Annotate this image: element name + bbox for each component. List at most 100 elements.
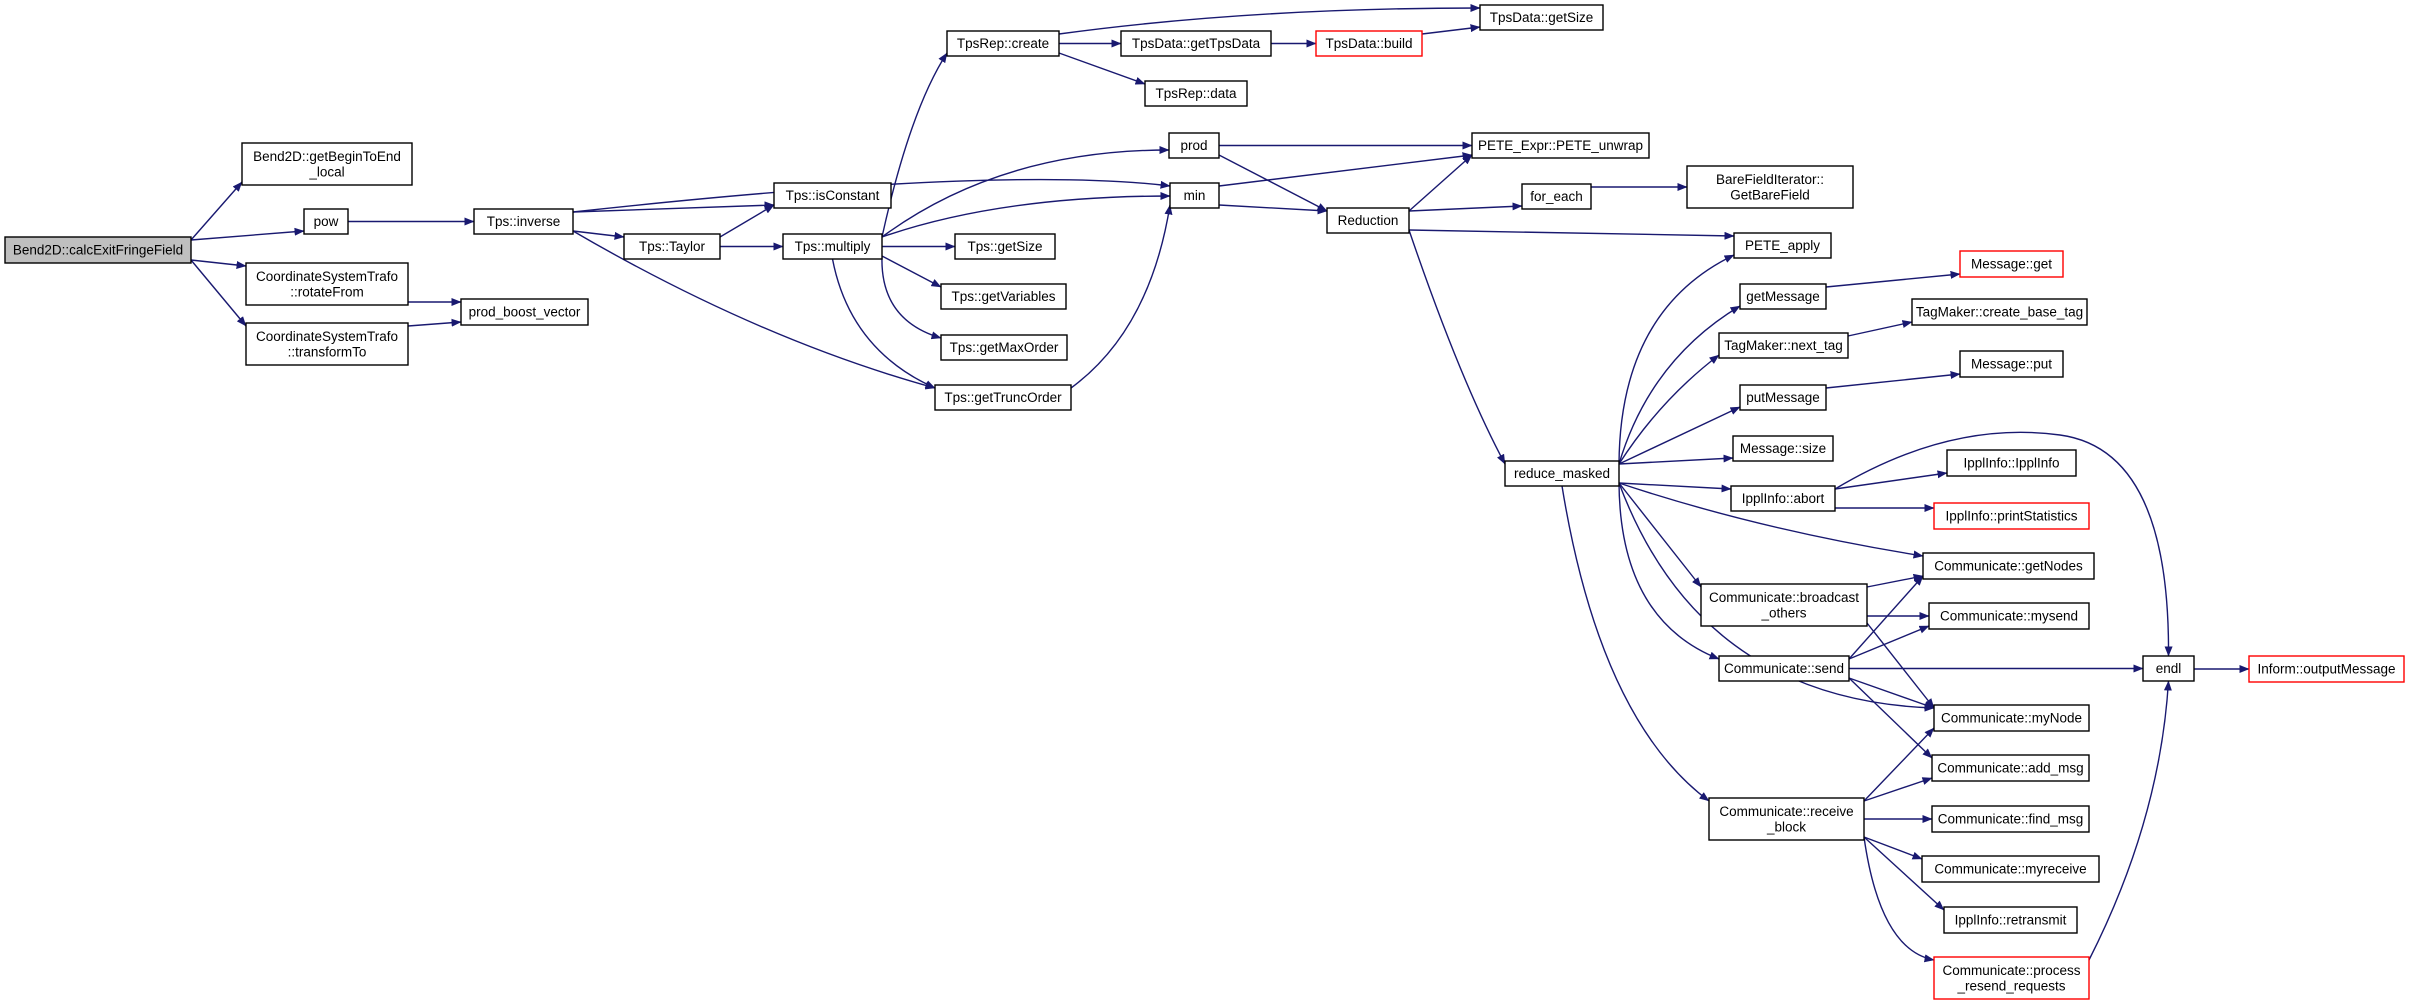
edge-line	[1618, 482, 1732, 493]
node-build[interactable]: TpsData::build	[1315, 30, 1423, 57]
edge-multiply-to-getmaxorder	[881, 255, 942, 340]
node-mysend[interactable]: Communicate::mysend	[1928, 602, 2090, 630]
edge-line	[881, 146, 1170, 238]
node-box	[934, 384, 1072, 411]
node-gettpsdata[interactable]: TpsData::getTpsData	[1120, 30, 1272, 57]
edge-line	[1561, 485, 1710, 802]
node-processresend[interactable]: Communicate::process_resend_requests	[1933, 956, 2090, 1000]
edge-line	[1847, 320, 1913, 337]
edge-line	[407, 318, 462, 327]
node-endl[interactable]: endl	[2142, 655, 2195, 682]
node-root[interactable]: Bend2D::calcExitFringeField	[4, 236, 192, 264]
node-barefield[interactable]: BareFieldIterator::GetBareField	[1686, 165, 1854, 209]
node-repdata[interactable]: TpsRep::data	[1144, 80, 1248, 107]
node-box	[1120, 30, 1272, 57]
edge-line	[1866, 573, 1924, 588]
node-box	[1326, 207, 1410, 234]
node-label: TpsRep::data	[1155, 86, 1237, 101]
node-gettruncorder[interactable]: Tps::getTruncOrder	[934, 384, 1072, 411]
node-label: Communicate::broadcast	[1709, 590, 1859, 605]
node-transformto[interactable]: CoordinateSystemTrafo::transformTo	[245, 322, 409, 366]
edge-processresend-to-endl	[2088, 680, 2172, 961]
node-min[interactable]: min	[1169, 182, 1220, 209]
node-box	[1144, 80, 1248, 107]
edge-repcreate-to-datagetsize	[1058, 4, 1481, 35]
node-myreceive[interactable]: Communicate::myreceive	[1921, 855, 2100, 883]
edge-line	[1058, 52, 1146, 85]
node-label: PETE_Expr::PETE_unwrap	[1478, 138, 1643, 153]
node-box	[1708, 797, 1865, 841]
node-label: _local	[308, 164, 344, 179]
edge-line	[572, 178, 1171, 213]
node-addmsg[interactable]: Communicate::add_msg	[1931, 754, 2090, 782]
edge-line	[1218, 152, 1473, 187]
edge-line	[1618, 482, 1924, 559]
edge-abort-to-endl	[1834, 431, 2173, 657]
node-findmsg[interactable]: Communicate::find_msg	[1931, 805, 2090, 833]
node-msgsize[interactable]: Message::size	[1732, 435, 1834, 462]
node-label: Message::put	[1971, 357, 2052, 372]
node-broadcast[interactable]: Communicate::broadcast_others	[1700, 583, 1868, 627]
node-label: Bend2D::calcExitFringeField	[13, 243, 183, 258]
edge-reduction-to-foreach	[1408, 202, 1523, 212]
node-putmessage[interactable]: putMessage	[1739, 384, 1827, 411]
node-reducemasked[interactable]: reduce_masked	[1504, 460, 1620, 487]
node-multiply[interactable]: Tps::multiply	[782, 233, 883, 260]
node-getmaxorder[interactable]: Tps::getMaxOrder	[940, 334, 1068, 361]
node-datagetsize[interactable]: TpsData::getSize	[1479, 4, 1604, 31]
node-send[interactable]: Communicate::send	[1718, 655, 1850, 682]
node-tpsgetsize[interactable]: Tps::getSize	[954, 233, 1056, 260]
edge-reducemasked-to-msgsize	[1618, 454, 1734, 465]
node-msgput[interactable]: Message::put	[1959, 350, 2064, 378]
node-reduction[interactable]: Reduction	[1326, 207, 1410, 234]
node-pow[interactable]: pow	[303, 208, 349, 235]
node-inverse[interactable]: Tps::inverse	[473, 208, 574, 235]
node-getnodes[interactable]: Communicate::getNodes	[1922, 552, 2095, 580]
node-rotatefrom[interactable]: CoordinateSystemTrafo::rotateFrom	[245, 262, 409, 306]
edge-send-to-mynode	[1848, 677, 1935, 709]
node-msgget[interactable]: Message::get	[1959, 250, 2064, 278]
node-getvariables[interactable]: Tps::getVariables	[940, 283, 1067, 310]
node-ipplinfo[interactable]: IpplInfo::IpplInfo	[1946, 449, 2077, 477]
edge-line	[719, 204, 775, 238]
node-abort[interactable]: IpplInfo::abort	[1730, 485, 1836, 512]
edge-line	[1834, 431, 2173, 657]
node-getmessage[interactable]: getMessage	[1739, 283, 1827, 310]
node-label: Bend2D::getBeginToEnd	[253, 149, 401, 164]
node-createbasetag[interactable]: TagMaker::create_base_tag	[1911, 298, 2088, 326]
node-printstats[interactable]: IpplInfo::printStatistics	[1933, 502, 2090, 530]
node-box	[1931, 805, 2090, 833]
edge-reducemasked-to-getmessage	[1618, 305, 1741, 465]
node-prod[interactable]: prod	[1168, 132, 1220, 159]
node-label: PETE_apply	[1745, 238, 1820, 253]
edge-gettruncorder-to-min	[1070, 204, 1173, 389]
node-label: ::transformTo	[288, 344, 367, 359]
node-box	[1921, 855, 2100, 883]
node-unwrap[interactable]: PETE_Expr::PETE_unwrap	[1471, 132, 1650, 159]
edge-receiveblock-to-retransmit	[1863, 836, 1945, 911]
node-box	[940, 283, 1067, 310]
node-peteapply[interactable]: PETE_apply	[1733, 232, 1832, 259]
node-receiveblock[interactable]: Communicate::receive_block	[1708, 797, 1865, 841]
node-prodboost[interactable]: prod_boost_vector	[460, 298, 589, 326]
node-taylor[interactable]: Tps::Taylor	[623, 233, 721, 260]
node-outputmessage[interactable]: Inform::outputMessage	[2248, 655, 2405, 683]
function-nodes: Bend2D::calcExitFringeField Bend2D::getBe…	[4, 4, 2405, 1000]
edge-line	[572, 201, 775, 213]
edge-line	[1618, 454, 1734, 465]
node-mynode[interactable]: Communicate::myNode	[1933, 704, 2090, 732]
node-isconstant[interactable]: Tps::isConstant	[773, 182, 892, 209]
edge-reducemasked-to-peteapply	[1618, 254, 1735, 465]
node-nexttag[interactable]: TagMaker::next_tag	[1718, 332, 1849, 359]
node-repcreate[interactable]: TpsRep::create	[946, 30, 1060, 57]
node-foreach[interactable]: for_each	[1521, 183, 1592, 210]
node-box	[1733, 232, 1832, 259]
edge-multiply-to-getvariables	[881, 255, 942, 288]
node-getbegintoend[interactable]: Bend2D::getBeginToEnd_local	[241, 142, 413, 186]
node-retransmit[interactable]: IpplInfo::retransmit	[1943, 906, 2078, 934]
node-label: prod_boost_vector	[469, 305, 581, 320]
edge-line	[1408, 202, 1523, 212]
node-label: Tps::isConstant	[786, 188, 880, 203]
node-label: getMessage	[1746, 289, 1820, 304]
